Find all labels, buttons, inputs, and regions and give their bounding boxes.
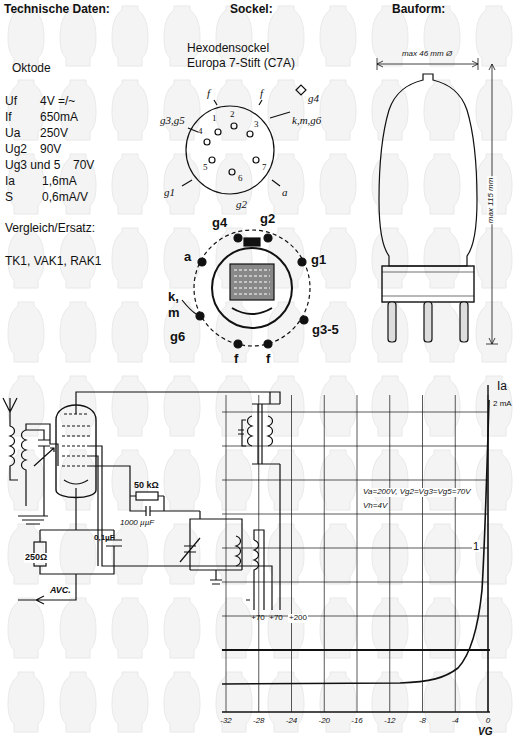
grid-line [222,514,488,515]
spec-name: Ug2 [5,143,27,156]
spec-value: 650mA [40,111,78,124]
axis-value: 2 mA [493,400,512,409]
spec-name: S [5,191,13,204]
tick-label: 0 [486,717,490,726]
socket-pinout [182,85,306,194]
socket-type: Hexodensockel [187,42,269,55]
pin-label: m [168,306,180,320]
chart-note: Vh=4V [362,502,388,511]
pin-number: 5 [203,163,208,173]
pin-number: 4 [198,127,203,137]
spec-value: 0,6mA/V [42,191,88,204]
pin-label: g1 [311,253,326,267]
spec-value: 4V =/~ [40,95,75,108]
socket-type: Europa 7-Stift (C7A) [187,57,295,70]
pin-number: 6 [238,174,243,184]
component-value: 0,1µF [94,534,115,543]
spec-name: Ia [5,175,15,188]
tick-label: -4 [452,717,459,726]
grid-line [222,582,488,583]
grid-line [389,395,390,712]
pin-label: g6 [170,330,185,344]
supply-label: +70 [251,614,265,623]
pin-label: g3-5 [312,323,339,337]
spec-value: 70V [73,159,94,172]
pin-label: a [282,186,288,198]
section-heading: Sockel: [230,3,273,16]
section-heading: Technische Daten: [4,3,110,16]
spec-name: Vergleich/Ersatz: [5,222,95,235]
grid-line [222,548,488,549]
tick-label: -16 [351,717,363,726]
pin-label: g2 [260,212,275,226]
grid-line [258,395,259,712]
signal-label: AVC. [50,586,71,596]
tube-type: Oktode [12,62,51,75]
grid-line [226,395,227,712]
equivalent-list: TK1, VAK1, RAK1 [5,255,102,268]
component-value: 250Ω [24,553,48,563]
supply-label: +200 [288,614,308,623]
pin-label: g1 [164,186,175,198]
grid-line [324,395,325,712]
tick-label: -20 [318,717,330,726]
tick-label: -8 [419,717,426,726]
pin-label: k,m,g6 [292,114,321,126]
grid-line [222,446,488,447]
axis-value: 1 [472,540,480,552]
pin-label: f [266,352,270,366]
pin-label: k, [168,290,179,304]
tube-outline [377,58,498,344]
supply-label: +70 [269,614,283,623]
pin-label: g3,g5 [160,114,185,126]
grid-line [222,412,488,413]
pin-label: g4 [308,92,319,104]
tick-label: -28 [253,717,265,726]
spec-name: Ua [5,127,20,140]
pin-label: f [234,352,238,366]
schematic [3,392,280,610]
tick-label: -24 [286,717,298,726]
pin-number: 3 [254,120,259,130]
pin-number: 7 [262,163,267,173]
spec-name: If [5,111,12,124]
dimension-label: max 115 mm [488,176,497,224]
pin-label: g2 [236,198,247,210]
pin-number: 2 [230,110,235,120]
grid-line [357,395,358,712]
pin-label: a [184,250,191,264]
spec-value: 1,6mA [42,175,77,188]
chart-note: Va=200V, Vg2=Vg3=Vg5=70V [362,488,472,497]
section-heading: Bauform: [392,3,445,16]
grid-line [422,395,423,712]
component-value: 1000 µµF [120,519,154,528]
pin-number: 1 [212,114,217,124]
axis-label: Ia [497,380,507,393]
pin-label: f [207,87,210,99]
axis-label: VG [478,726,492,737]
spec-name: Ug3 und 5 [5,159,60,172]
tick-label: -12 [384,717,396,726]
spec-value: 90V [40,143,61,156]
pin-label: g4 [212,216,227,230]
grid-line [455,395,456,712]
dimension-label: max 46 mm Ø [402,50,452,59]
socket-bottom-view [182,230,310,348]
spec-name: Uf [5,95,17,108]
pin-label: f [260,87,263,99]
spec-value: 250V [40,127,68,140]
grid-line [222,480,488,481]
component-value: 50 kΩ [134,481,159,491]
characteristic-chart [222,385,490,712]
grid-line [291,395,292,712]
tick-label: -32 [220,717,232,726]
